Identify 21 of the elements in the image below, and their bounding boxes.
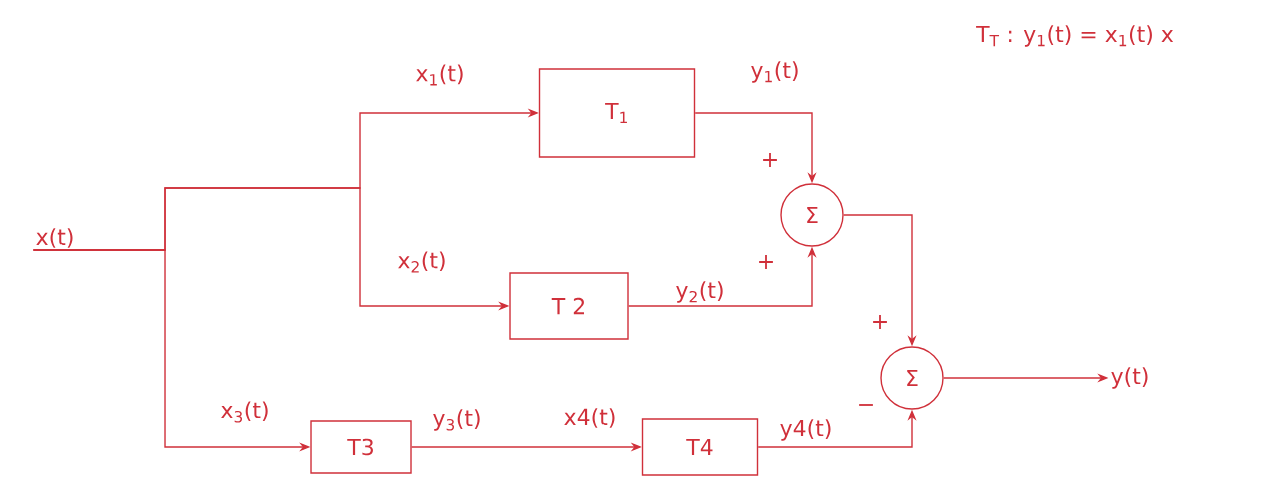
block-box: T$_{1}$ (538, 68, 696, 158)
signal-label: x4(t) (564, 408, 615, 428)
edge-label: y$_{3}$(t) (431, 408, 483, 432)
block-box: T3 (310, 420, 412, 474)
sign-label: − (859, 404, 873, 406)
summing-junction: Σ (880, 346, 944, 410)
signal-label: y(t) (1111, 367, 1148, 389)
edge-label: y$_{2}$(t) (674, 280, 726, 304)
block-box: T4 (641, 418, 759, 476)
summing-junction: Σ (780, 183, 844, 247)
edge-label: y$_{1}$(t) (749, 60, 801, 84)
edge-label: x$_{2}$(t) (396, 250, 448, 274)
edge-label: x$_{1}$(t) (414, 63, 466, 87)
block-box: T 2 (509, 272, 629, 340)
edge-label: y4(t) (778, 418, 834, 442)
edge-label: x$_{3}$(t) (219, 400, 271, 424)
sign-label: + (873, 315, 887, 329)
sign-label: + (763, 153, 777, 167)
sign-label: + (759, 255, 773, 269)
signal-label: x(t) (36, 228, 73, 248)
equation-text: T$_{T}$ : y$_{1}$(t) = x$_{1}$(t) x (976, 25, 1174, 47)
